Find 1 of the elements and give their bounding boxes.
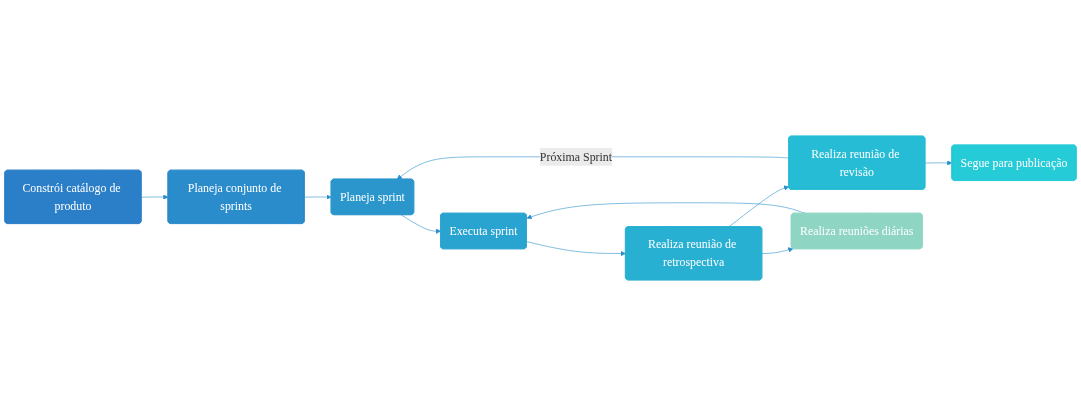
edge-label: Próxima Sprint [539, 150, 613, 164]
